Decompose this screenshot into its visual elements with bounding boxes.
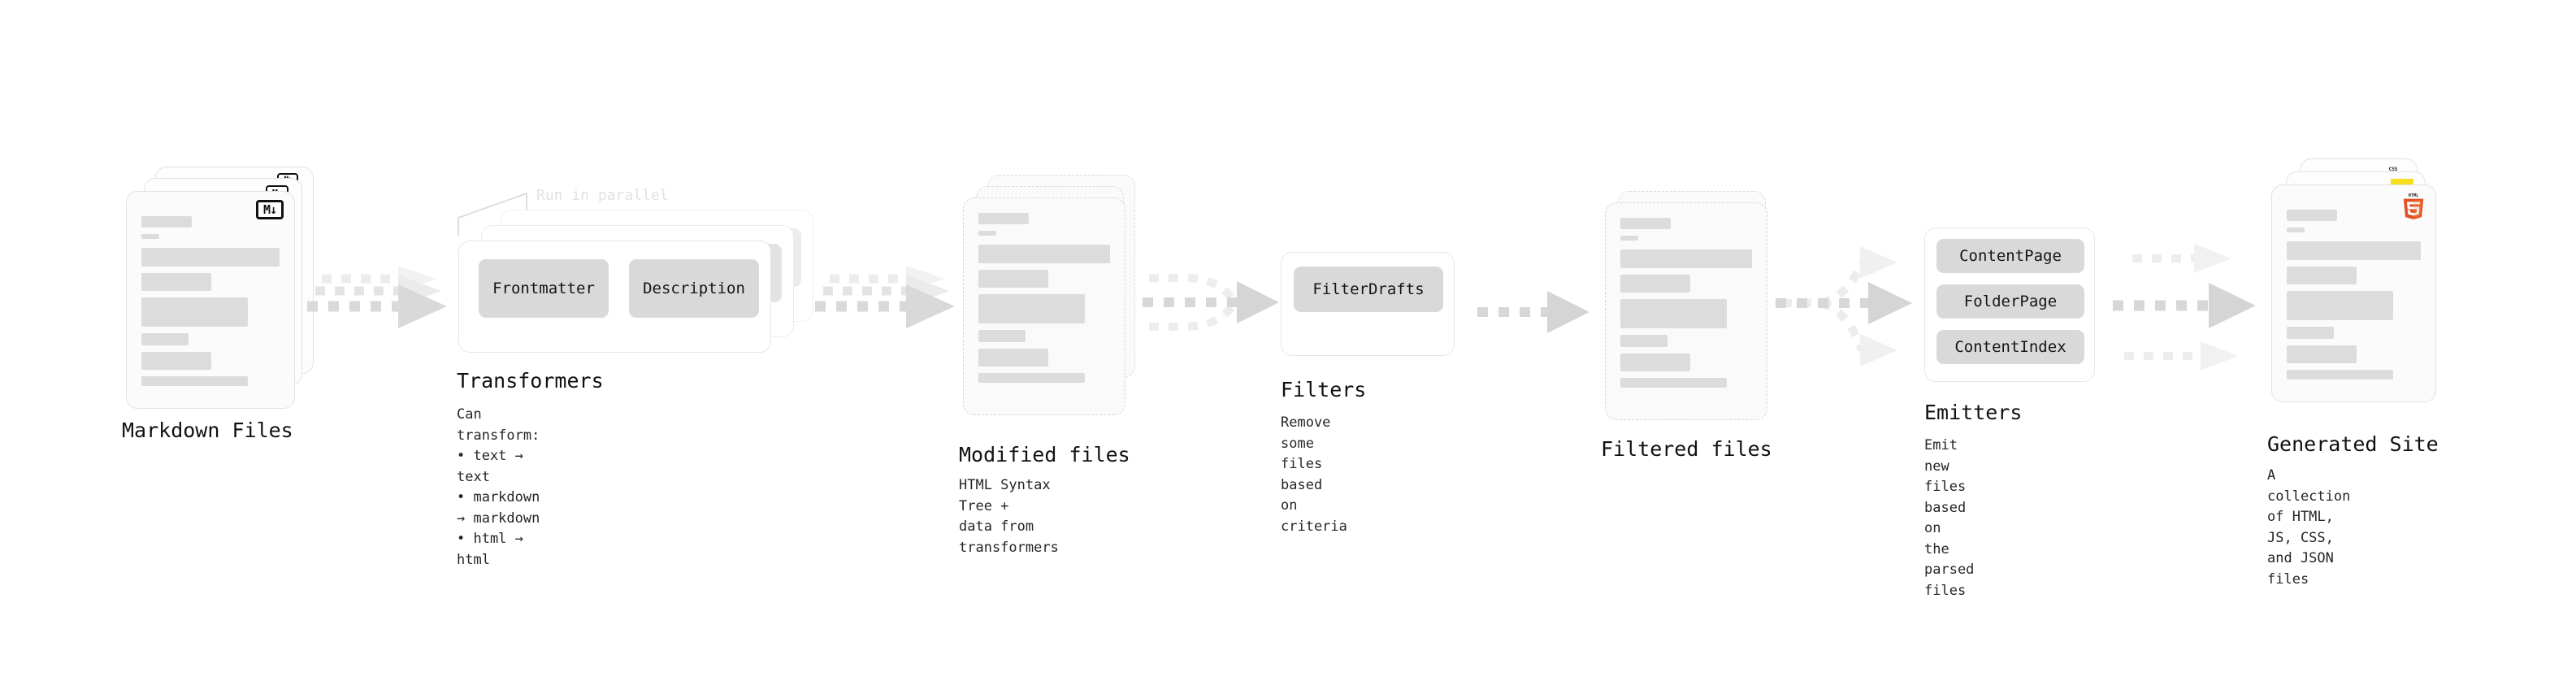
connector-emitters-to-site (2113, 244, 2256, 371)
svg-text:HTML: HTML (2409, 193, 2418, 198)
markdown-card-front: M↓ (126, 191, 295, 409)
stage-title-emitters: Emitters (1924, 401, 2023, 424)
document-skeleton (141, 216, 280, 393)
transformer-layer-front: Frontmatter Description (458, 241, 771, 353)
stage-title-markdown-files: Markdown Files (122, 419, 293, 442)
stage-desc-emitters: Emit new files based on the parsed files (1924, 437, 1975, 599)
document-skeleton (978, 213, 1110, 389)
stage-desc-modified-files: HTML Syntax Tree + data from transformer… (959, 477, 1059, 556)
filters-group-box: FilterDrafts (1281, 252, 1455, 356)
document-skeleton (2287, 210, 2421, 386)
connector-transformers-to-modified (815, 266, 955, 328)
filter-chip-filterdrafts[interactable]: FilterDrafts (1294, 267, 1443, 312)
modified-card-front (963, 197, 1125, 415)
emitters-group-box: ContentPage FolderPage ContentIndex (1924, 228, 2095, 382)
run-in-parallel-label: Run in parallel (536, 187, 669, 204)
filtered-card-front (1605, 202, 1767, 420)
connector-filters-to-filtered (1477, 291, 1589, 333)
run-in-parallel-bracket (458, 192, 527, 236)
stage-desc-generated-site: A collection of HTML, JS, CSS, and JSON … (2267, 467, 2351, 588)
stage-title-generated-site: Generated Site (2267, 432, 2439, 456)
markdown-icon: M↓ (256, 200, 284, 219)
stage-desc-transformers: Can transform: • text → text • markdown … (457, 406, 540, 568)
stage-title-modified-files: Modified files (959, 443, 1130, 466)
connector-md-to-transformers (307, 266, 447, 328)
emitter-chip-folderpage[interactable]: FolderPage (1936, 284, 2084, 319)
emitter-chip-contentpage[interactable]: ContentPage (1936, 239, 2084, 273)
document-skeleton (1620, 218, 1752, 394)
html5-icon: HTML (2403, 193, 2424, 219)
connector-modified-to-filters (1143, 274, 1279, 331)
stage-title-filtered-files: Filtered files (1601, 437, 1772, 461)
emitter-chip-contentindex[interactable]: ContentIndex (1936, 330, 2084, 364)
stage-desc-filters: Remove some files based on criteria (1281, 414, 1347, 535)
site-card-html: HTML (2271, 184, 2436, 402)
stage-title-transformers: Transformers (457, 369, 604, 393)
transformer-chip-description[interactable]: Description (629, 259, 759, 318)
transformer-chip-frontmatter[interactable]: Frontmatter (479, 259, 609, 318)
connector-filtered-to-emitters (1776, 246, 1912, 367)
stage-title-filters: Filters (1281, 378, 1367, 401)
